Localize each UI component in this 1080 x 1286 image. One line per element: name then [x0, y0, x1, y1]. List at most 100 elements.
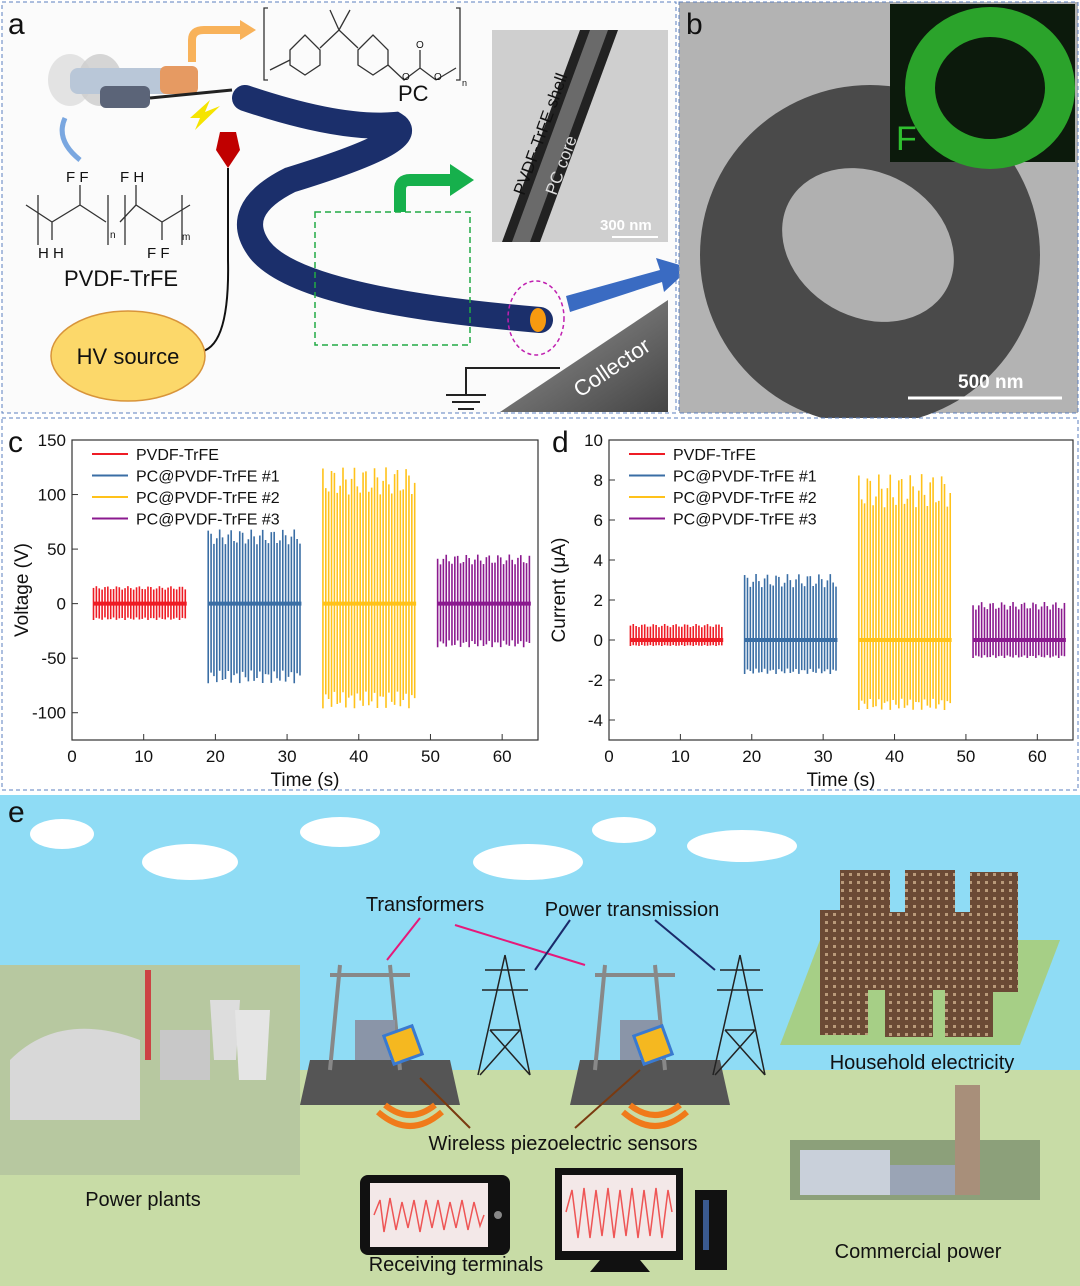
panel-b-scale-label: 500 nm	[958, 372, 1023, 393]
panel-e-letter: e	[8, 796, 25, 829]
x-tick-label: 60	[1028, 747, 1047, 766]
legend-label: PC@PVDF-TrFE #3	[673, 512, 817, 529]
y-tick-label: 6	[594, 511, 603, 530]
green-arrow-icon	[394, 174, 452, 212]
y-tick-label: 8	[594, 471, 603, 490]
y-tick-label: 100	[38, 486, 66, 505]
pc-subscript-n: n	[462, 78, 467, 88]
transmission-towers	[477, 954, 766, 1076]
pvdf-structure	[25, 185, 191, 245]
collector-plate	[500, 300, 668, 412]
pc-o-3: O	[434, 72, 442, 83]
series-3	[436, 554, 531, 648]
eds-element-label: F	[896, 120, 917, 158]
spark-icon	[190, 100, 220, 130]
y-tick-label: -100	[32, 704, 66, 723]
pc-o-2: O	[416, 40, 424, 51]
orange-arrow-head-icon	[240, 20, 256, 40]
clip-icon	[216, 132, 240, 168]
x-tick-label: 30	[814, 747, 833, 766]
core-shell-fiber	[232, 85, 553, 333]
tablet-terminal	[360, 1175, 510, 1255]
y-tick-label: 2	[594, 591, 603, 610]
pc-label: PC	[398, 81, 429, 106]
receiving-terminals-label: Receiving terminals	[369, 1254, 544, 1276]
transformer-station-2	[570, 964, 730, 1105]
y-tick-label: -50	[41, 649, 66, 668]
x-tick-label: 0	[604, 747, 613, 766]
blue-curved-arrow-icon	[59, 116, 82, 162]
series-1	[743, 574, 838, 674]
chem-n: n	[110, 230, 116, 241]
plot-frame	[608, 439, 1074, 741]
series-1	[207, 529, 302, 684]
x-tick-label: 20	[206, 747, 225, 766]
panel-d-letter: d	[552, 426, 569, 459]
x-axis-label: Time (s)	[271, 770, 340, 791]
clouds	[30, 817, 797, 880]
y-tick-label: 10	[584, 431, 603, 450]
series-2	[858, 474, 952, 710]
y-axis-label: Voltage (V)	[12, 543, 33, 637]
commercial-building	[790, 1085, 1040, 1200]
green-arrow-head-icon	[450, 164, 474, 196]
power-transmission-label: Power transmission	[545, 899, 720, 921]
y-tick-label: 0	[57, 595, 66, 614]
tem-inset: PVDF-TrFE shell PC core 300 nm	[492, 30, 668, 242]
hv-source-ellipse	[50, 310, 206, 402]
transformers-label: Transformers	[366, 894, 484, 916]
fiber-cross-section-core	[782, 168, 954, 322]
legend-label: PVDF-TrFE	[673, 447, 756, 464]
x-tick-label: 20	[742, 747, 761, 766]
x-tick-label: 0	[67, 747, 76, 766]
orange-arrow-icon	[188, 26, 240, 62]
panel-a: a O O O n PC F F F H H H	[1, 1, 690, 414]
legend-label: PC@PVDF-TrFE #1	[673, 469, 817, 486]
household-label: Household electricity	[830, 1052, 1015, 1074]
legend-label: PC@PVDF-TrFE #3	[136, 512, 280, 529]
chem-ff-top: F F	[66, 169, 89, 186]
x-tick-label: 10	[134, 747, 153, 766]
panel-b: b F 500 nm	[678, 1, 1079, 425]
plot-frame	[71, 439, 539, 741]
pc-structure	[263, 7, 461, 81]
chem-fh-top: F H	[120, 169, 144, 186]
y-tick-label: 4	[594, 551, 603, 570]
legend-label: PC@PVDF-TrFE #1	[136, 469, 280, 486]
ground-icon	[446, 367, 560, 410]
x-tick-label: 50	[956, 747, 975, 766]
sensor-icon	[381, 1023, 425, 1067]
y-tick-label: 0	[594, 631, 603, 650]
commercial-label: Commercial power	[835, 1241, 1002, 1263]
series-3	[972, 602, 1066, 658]
annotation-arrows	[386, 917, 716, 1129]
chem-hh-bottom: H H	[38, 245, 64, 262]
y-tick-label: -2	[588, 671, 603, 690]
power-plants-label: Power plants	[85, 1189, 201, 1211]
pc-o-1: O	[402, 72, 410, 83]
x-tick-label: 60	[493, 747, 512, 766]
panel-e: e Power plants	[0, 795, 1080, 1286]
syringe-illustration	[48, 54, 233, 108]
x-tick-label: 50	[421, 747, 440, 766]
series-0	[92, 586, 187, 620]
panel-a-letter: a	[8, 8, 25, 41]
sensors-label: Wireless piezoelectric sensors	[429, 1133, 698, 1155]
legend-label: PC@PVDF-TrFE #2	[673, 490, 817, 507]
legend-label: PVDF-TrFE	[136, 447, 219, 464]
eds-fluorine-ring	[905, 7, 1075, 169]
power-plant-illustration	[0, 965, 300, 1175]
household-buildings	[820, 870, 1018, 1037]
zoom-region-box	[314, 211, 471, 346]
blue-arrow-icon	[566, 258, 690, 312]
chem-m: m	[182, 232, 190, 243]
x-tick-label: 30	[278, 747, 297, 766]
pvdf-label: PVDF-TrFE	[64, 266, 178, 291]
series-2	[322, 467, 417, 709]
panel-b-letter: b	[686, 8, 703, 41]
wireless-signal-icons	[376, 1102, 689, 1129]
x-axis-label: Time (s)	[807, 770, 876, 791]
